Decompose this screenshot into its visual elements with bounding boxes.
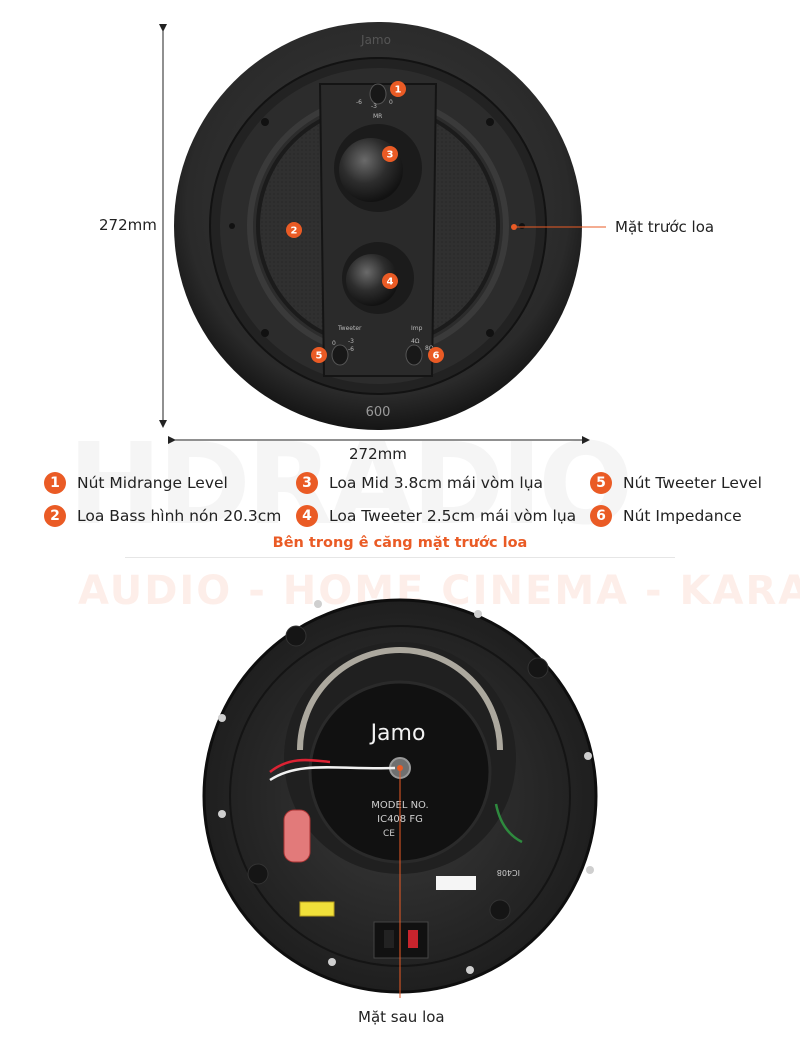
legend-number: 1	[44, 472, 66, 494]
terminal-negative[interactable]	[384, 930, 394, 948]
legend-text: Loa Tweeter 2.5cm mái vòm lụa	[329, 507, 577, 525]
marker-4: 4	[382, 273, 398, 289]
legend-text: Nút Tweeter Level	[623, 474, 762, 492]
section-title: Bên trong ê căng mặt trước loa	[272, 535, 528, 551]
legend-item-5: 5 Nút Tweeter Level	[590, 470, 762, 496]
legend-number: 3	[296, 472, 318, 494]
front-screws	[229, 118, 525, 337]
legend-item-4: 4 Loa Tweeter 2.5cm mái vòm lụa	[296, 503, 576, 529]
tweeter-knob-label: Tweeter	[337, 325, 362, 332]
rear-brand-logo: Jamo	[369, 721, 426, 746]
front-callout-label: Mặt trước loa	[615, 218, 715, 236]
svg-text:5: 5	[316, 351, 323, 362]
front-speaker-figure: -6 -3 0 MR 0 -3 -6 Tweeter 4Ω 8Ω Imp Jam…	[159, 22, 606, 444]
red-wire	[269, 758, 331, 773]
marker-2: 2	[286, 222, 302, 238]
mr-mark-left: -6	[356, 99, 362, 106]
imp-knob-label: Imp	[411, 325, 423, 332]
svg-text:4: 4	[387, 277, 394, 288]
mr-mark-mid: -3	[371, 103, 377, 110]
svg-text:1: 1	[395, 85, 402, 96]
legend-number: 4	[296, 505, 318, 527]
svg-text:2: 2	[291, 226, 298, 237]
marker-6: 6	[428, 347, 444, 363]
width-dimension-label: 272mm	[349, 445, 407, 463]
marker-3: 3	[382, 146, 398, 162]
marker-1: 1	[390, 81, 406, 97]
impedance-knob[interactable]: 4Ω 8Ω Imp	[405, 325, 434, 366]
mounting-clamps	[247, 625, 549, 921]
legend-text: Nút Midrange Level	[77, 474, 228, 492]
legend-number: 2	[44, 505, 66, 527]
legend-text: Nút Impedance	[623, 507, 742, 525]
height-dimension-label: 272mm	[99, 216, 157, 234]
green-wire	[494, 803, 523, 844]
mr-knob-label: MR	[373, 113, 382, 120]
crossover-resistor	[299, 901, 335, 917]
rear-sticker	[436, 876, 476, 890]
legend-item-6: 6 Nút Impedance	[590, 503, 742, 529]
legend-text: Loa Bass hình nón 20.3cm	[77, 507, 282, 525]
legend-number: 5	[590, 472, 612, 494]
rear-speaker-figure: Jamo MODEL NO. IC408 FG CE IC408	[202, 598, 598, 998]
imp-mark-4: 4Ω	[411, 338, 420, 345]
rear-callout-dot	[397, 765, 403, 771]
terminal-positive[interactable]	[408, 930, 418, 948]
tweeter-mark-mid: -3	[348, 338, 354, 345]
legend-item-1: 1 Nút Midrange Level	[44, 470, 228, 496]
terminal-block	[373, 921, 429, 959]
front-brand-logo: Jamo	[360, 33, 391, 47]
mr-mark-right: 0	[389, 99, 393, 106]
imp-mark-8: 8Ω	[425, 345, 434, 352]
legend-item-2: 2 Loa Bass hình nón 20.3cm	[44, 503, 281, 529]
tweeter-mark-left: 0	[332, 340, 336, 347]
svg-text:3: 3	[387, 150, 394, 161]
tweeter-dome-icon	[346, 254, 398, 306]
legend-item-3: 3 Loa Mid 3.8cm mái vòm lụa	[296, 470, 543, 496]
front-callout-dot	[511, 224, 517, 230]
tweeter-knob[interactable]: 0 -3 -6 Tweeter	[331, 325, 362, 366]
legend-text: Loa Mid 3.8cm mái vòm lụa	[329, 474, 544, 492]
rear-callout-label: Mặt sau loa	[358, 1008, 445, 1026]
rear-bolts	[218, 600, 594, 974]
section-divider	[125, 557, 675, 558]
front-model-plate: 600	[366, 405, 391, 420]
basket-gap	[297, 647, 503, 751]
ce-mark: CE	[383, 829, 395, 839]
legend-number: 6	[590, 505, 612, 527]
white-wire	[269, 766, 396, 782]
board-code: IC408	[497, 868, 520, 877]
crossover-capacitor	[283, 809, 311, 863]
mr-knob[interactable]: -6 -3 0 MR	[356, 83, 393, 120]
marker-5: 5	[311, 347, 327, 363]
tweeter-mark-right: -6	[348, 346, 354, 353]
svg-text:6: 6	[433, 351, 440, 362]
